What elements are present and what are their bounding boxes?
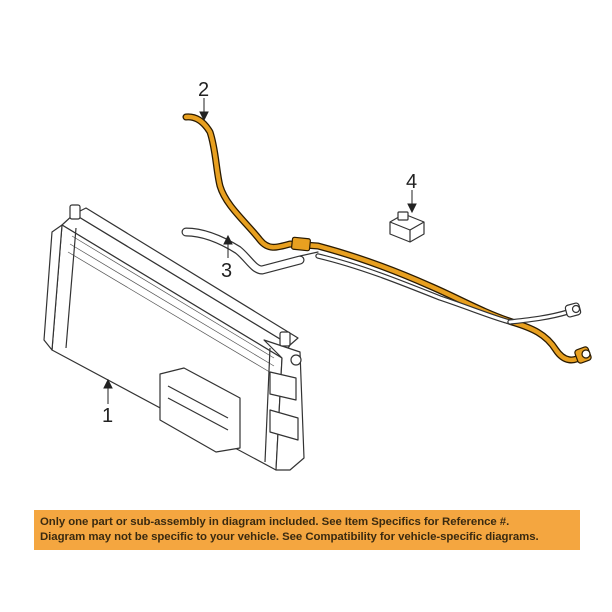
secondary-cooler-line [315, 253, 582, 325]
callout-1: 1 [102, 405, 113, 427]
callout-3: 3 [221, 260, 232, 282]
cooler-hose [181, 227, 319, 275]
leader-lines [103, 98, 417, 404]
oil-cooler [43, 204, 305, 471]
callout-4: 4 [406, 171, 417, 193]
disclaimer-banner: Only one part or sub-assembly in diagram… [34, 510, 580, 550]
callout-2: 2 [198, 79, 209, 101]
disclaimer-line-1: Only one part or sub-assembly in diagram… [40, 516, 510, 528]
line-end-fitting [574, 346, 592, 364]
cooler-line-highlighted [182, 113, 592, 364]
disclaimer-line-2: Diagram may not be specific to your vehi… [40, 531, 539, 543]
line-clip [389, 211, 425, 243]
